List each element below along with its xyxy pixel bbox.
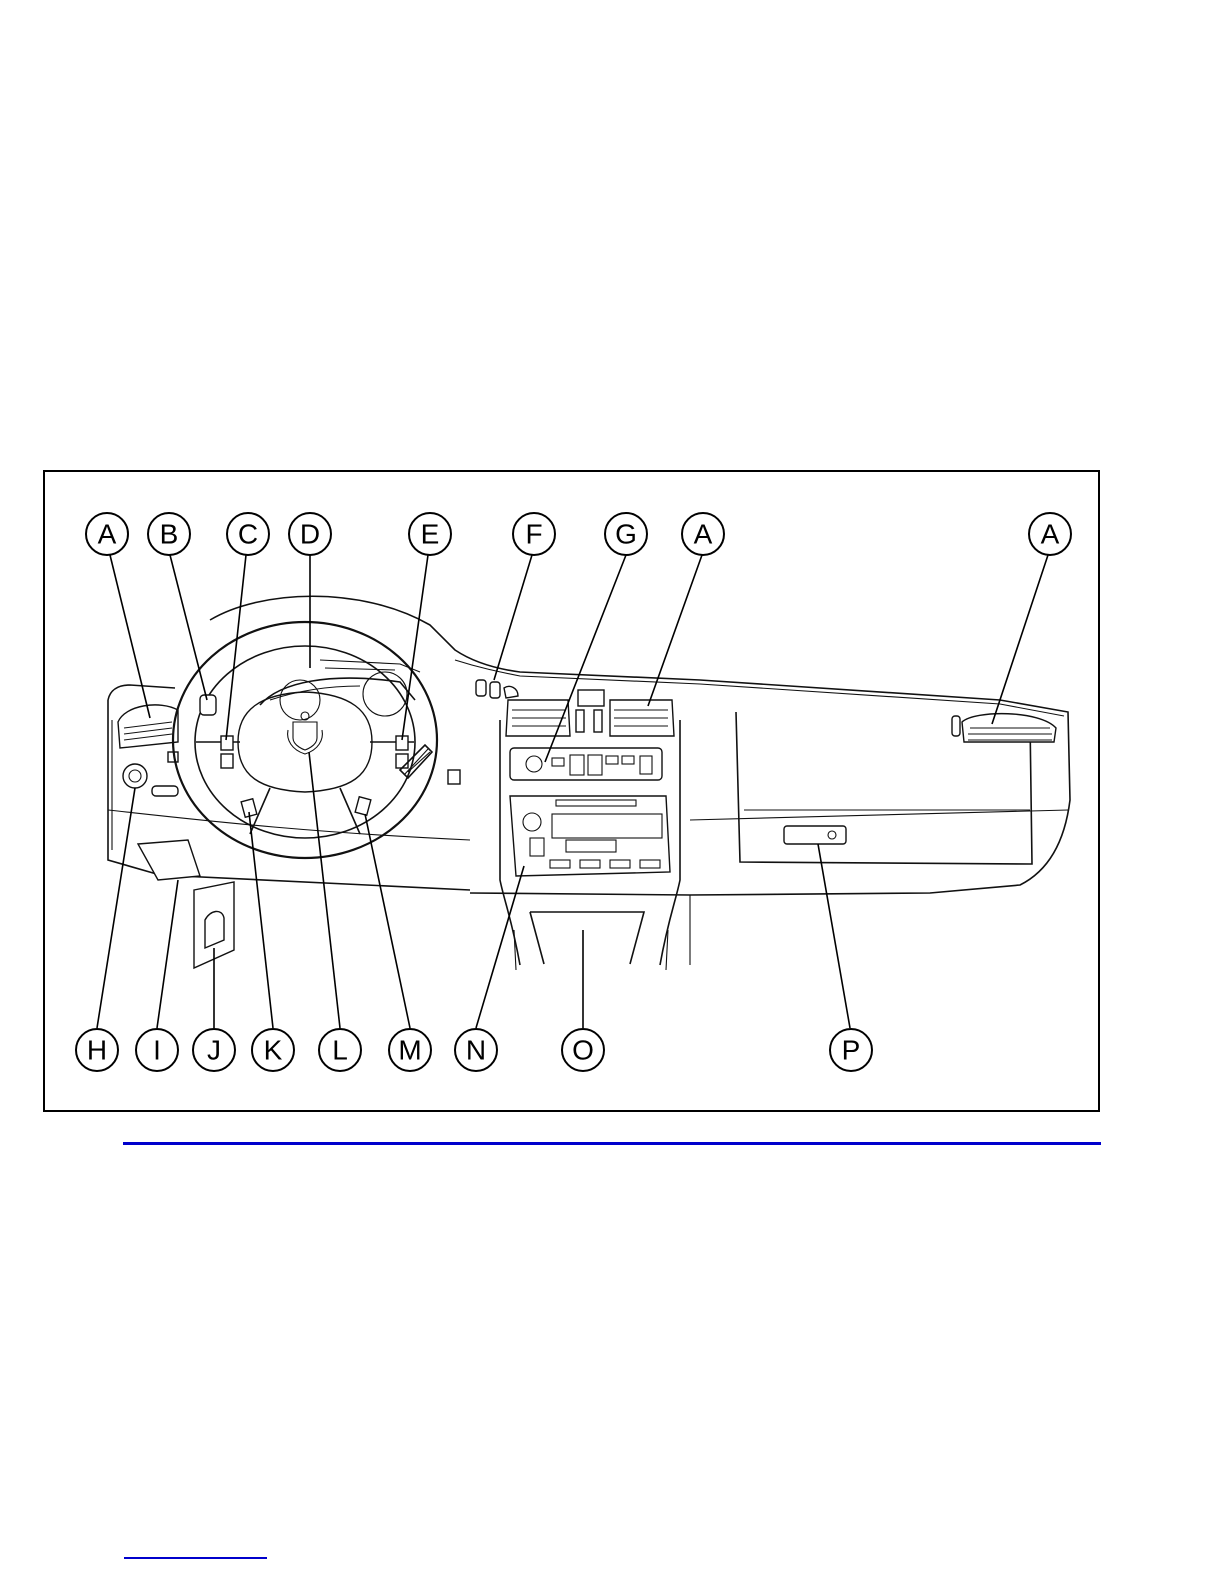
- leader-m: [365, 814, 410, 1028]
- callout-b-label: B: [160, 519, 179, 550]
- callout-a1: A: [86, 513, 128, 555]
- callout-n-label: N: [466, 1035, 486, 1066]
- callout-j-label: J: [207, 1035, 221, 1066]
- callout-a2: A: [682, 513, 724, 555]
- leader-l: [309, 752, 340, 1028]
- dashboard-illustration: [108, 596, 1070, 970]
- callout-d: D: [289, 513, 331, 555]
- leader-f: [494, 555, 532, 680]
- callout-i: I: [136, 1029, 178, 1071]
- callout-g: G: [605, 513, 647, 555]
- callout-l: L: [319, 1029, 361, 1071]
- callout-n: N: [455, 1029, 497, 1071]
- leader-h: [97, 788, 135, 1028]
- callout-k: K: [252, 1029, 294, 1071]
- callout-g-label: G: [615, 519, 637, 550]
- callout-d-label: D: [300, 519, 320, 550]
- callout-o: O: [562, 1029, 604, 1071]
- callout-m-label: M: [398, 1035, 421, 1066]
- callout-f-label: F: [525, 519, 542, 550]
- leader-c: [226, 555, 246, 740]
- callout-e: E: [409, 513, 451, 555]
- callout-h: H: [76, 1029, 118, 1071]
- callout-m: M: [389, 1029, 431, 1071]
- callout-i-label: I: [153, 1035, 161, 1066]
- callout-c-label: C: [238, 519, 258, 550]
- callout-o-label: O: [572, 1035, 594, 1066]
- footer-link-underline: [124, 1557, 267, 1559]
- callout-a2-label: A: [694, 519, 713, 550]
- leader-a3: [992, 555, 1048, 724]
- callout-a3: A: [1029, 513, 1071, 555]
- callout-c: C: [227, 513, 269, 555]
- leader-k: [249, 812, 273, 1028]
- callout-a3-label: A: [1041, 519, 1060, 550]
- leader-a1: [110, 555, 150, 718]
- leader-p: [818, 844, 850, 1028]
- callout-e-label: E: [421, 519, 440, 550]
- callout-p: P: [830, 1029, 872, 1071]
- callout-f: F: [513, 513, 555, 555]
- leader-e: [402, 555, 428, 740]
- leader-b: [170, 555, 207, 700]
- callout-j: J: [193, 1029, 235, 1071]
- callout-h-label: H: [87, 1035, 107, 1066]
- callout-k-label: K: [264, 1035, 283, 1066]
- callout-l-label: L: [332, 1035, 348, 1066]
- callout-p-label: P: [842, 1035, 861, 1066]
- leader-lines: [97, 555, 1048, 1028]
- leader-i: [157, 880, 178, 1028]
- callout-a1-label: A: [98, 519, 117, 550]
- callout-b: B: [148, 513, 190, 555]
- section-divider-rule: [123, 1142, 1101, 1145]
